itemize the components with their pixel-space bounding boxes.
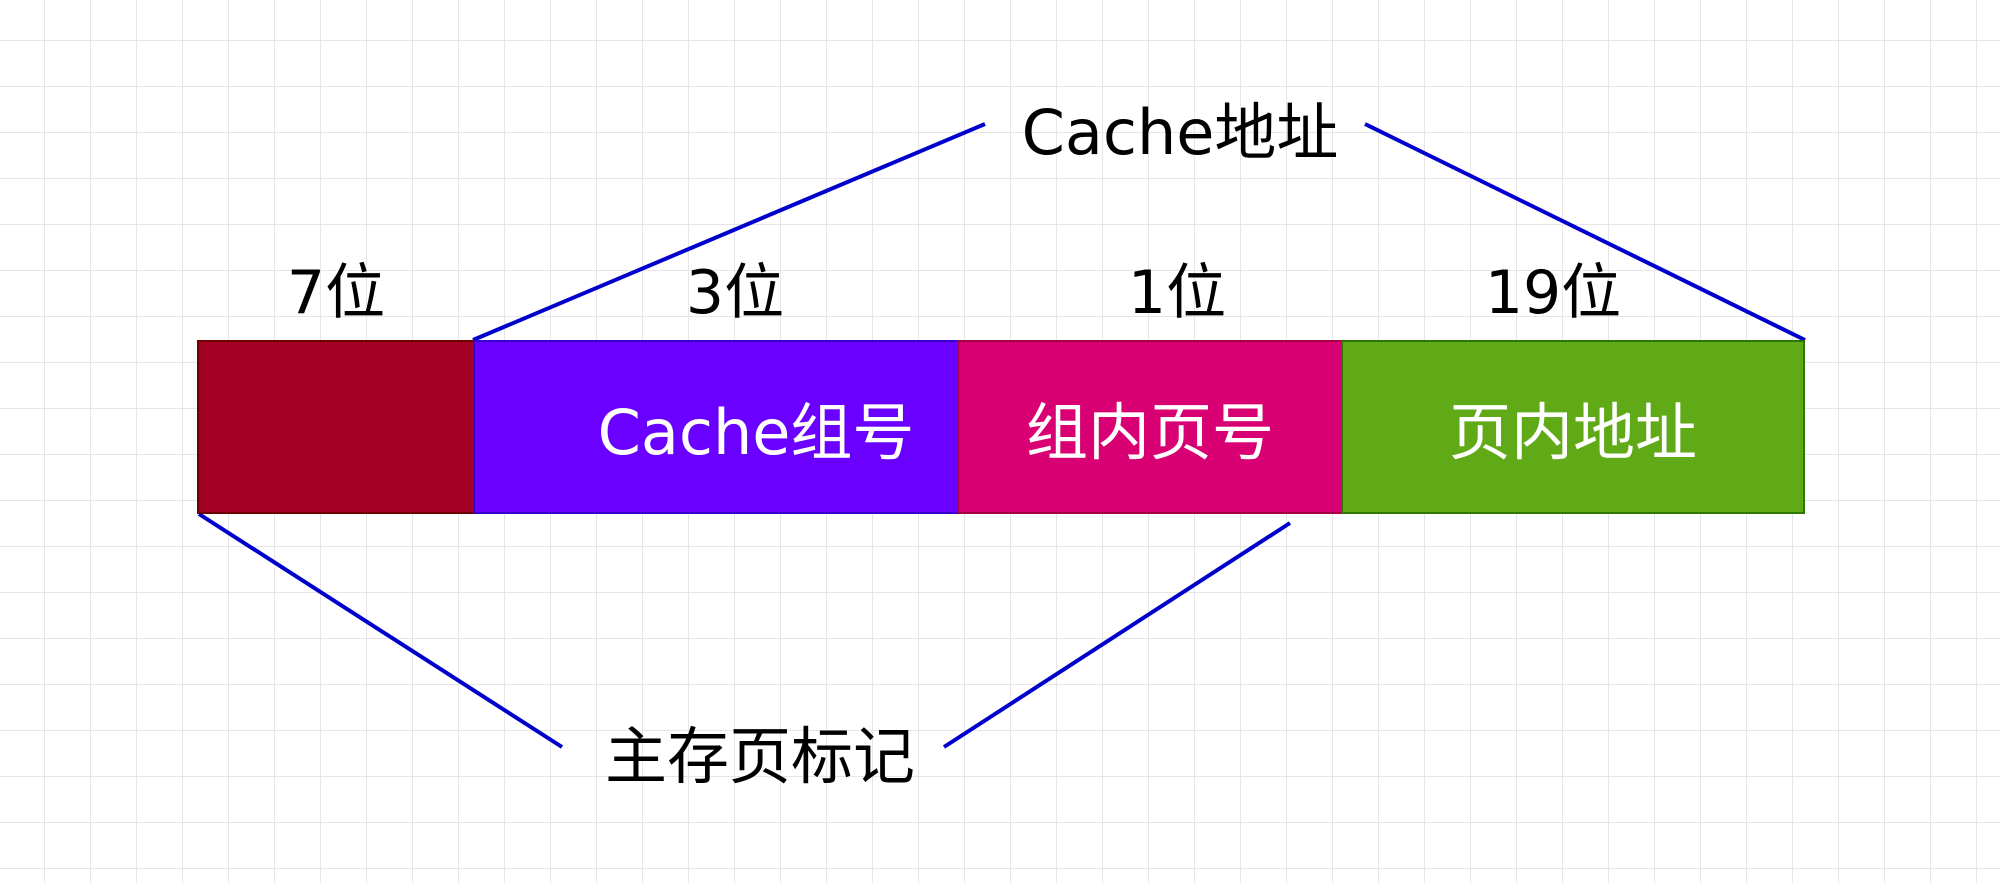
main-tag-right-line xyxy=(942,521,1292,749)
page-offset-segment-label: 页内地址 xyxy=(1448,396,1697,469)
cache-address-label: Cache地址 xyxy=(1021,96,1339,169)
tag-bit-count: 7位 xyxy=(286,258,386,328)
cache-group-segment-label: Cache组号 xyxy=(597,396,915,469)
tag-segment xyxy=(197,340,475,514)
group-page-segment: 组内页号 xyxy=(957,340,1343,514)
group-page-segment-label: 组内页号 xyxy=(1025,396,1274,469)
page-bit-count: 1位 xyxy=(1127,258,1227,328)
group-bit-count: 3位 xyxy=(685,258,785,328)
page-offset-segment: 页内地址 xyxy=(1341,340,1805,514)
main-memory-tag-label: 主存页标记 xyxy=(604,720,915,793)
offset-bit-count: 19位 xyxy=(1484,258,1622,328)
cache-group-segment: Cache组号 xyxy=(473,340,959,514)
main-tag-left-line xyxy=(197,512,564,749)
